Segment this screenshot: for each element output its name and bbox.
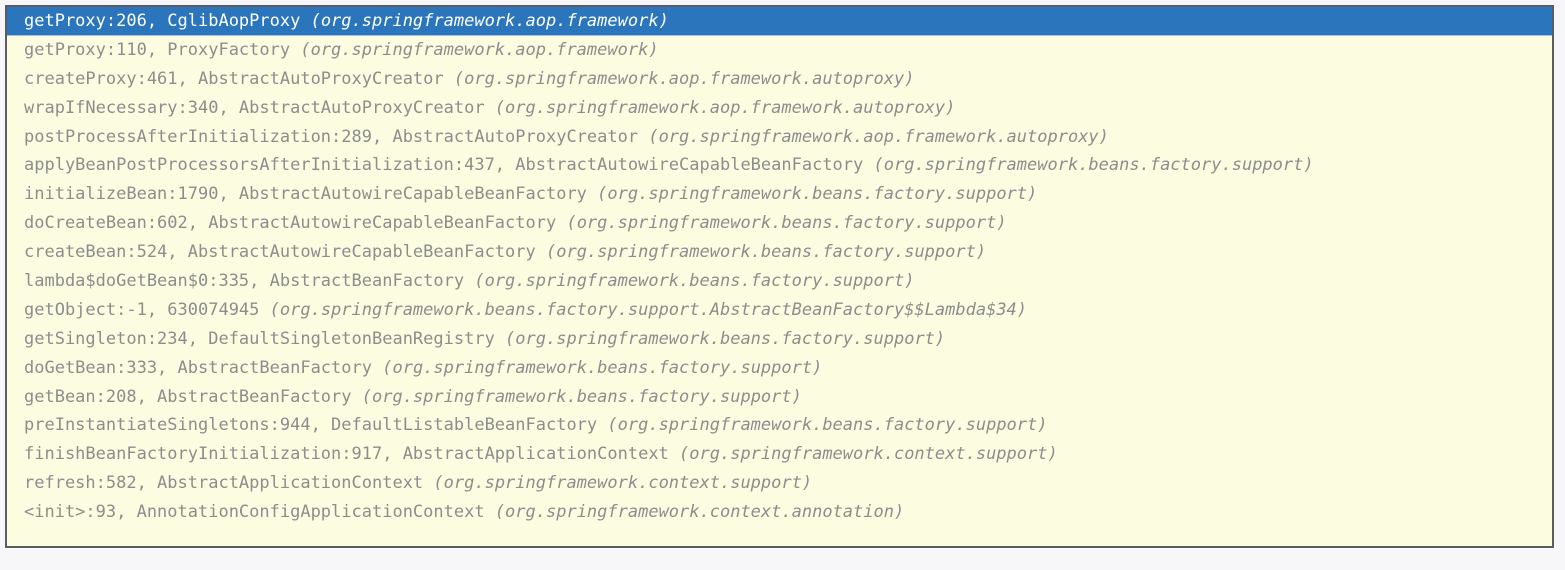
stack-frame-package: (org.springframework.aop.framework.autop… (494, 97, 956, 118)
stack-frame-package: (org.springframework.beans.factory.suppo… (505, 328, 946, 349)
stack-frame-package: (org.springframework.beans.factory.suppo… (269, 299, 1028, 320)
stack-frame-location: <init>:93, AnnotationConfigApplicationCo… (24, 502, 495, 523)
stack-frame-location: createProxy:461, AbstractAutoProxyCreato… (24, 68, 454, 89)
stack-frame-row[interactable]: doGetBean:333, AbstractBeanFactory (org.… (7, 354, 1552, 383)
stack-frame-package: (org.springframework.beans.factory.suppo… (607, 415, 1048, 436)
stack-frame-location: getSingleton:234, DefaultSingletonBeanRe… (24, 328, 506, 349)
stack-frame-row[interactable]: getProxy:206, CglibAopProxy (org.springf… (7, 7, 1552, 36)
stack-frame-package: (org.springframework.context.support) (433, 473, 813, 494)
stack-frame-package: (org.springframework.context.annotation) (494, 502, 905, 523)
stack-frame-package: (org.springframework.beans.factory.suppo… (545, 242, 987, 263)
stack-frame-row[interactable]: getBean:208, AbstractBeanFactory (org.sp… (7, 383, 1552, 412)
stack-frame-location: getProxy:110, ProxyFactory (24, 39, 301, 60)
stack-frame-row[interactable]: lambda$doGetBean$0:335, AbstractBeanFact… (7, 267, 1552, 296)
stack-frame-location: getBean:208, AbstractBeanFactory (24, 386, 362, 407)
stack-frame-package: (org.springframework.beans.factory.suppo… (474, 271, 915, 292)
stack-frame-row[interactable]: createBean:524, AbstractAutowireCapableB… (7, 238, 1552, 267)
stack-frame-location: createBean:524, AbstractAutowireCapableB… (24, 242, 546, 263)
stack-frame-row[interactable]: createProxy:461, AbstractAutoProxyCreato… (7, 65, 1552, 94)
stack-trace-panel[interactable]: getProxy:206, CglibAopProxy (org.springf… (5, 5, 1554, 548)
stack-frame-package: (org.springframework.beans.factory.suppo… (382, 357, 823, 378)
stack-frame-row[interactable]: getSingleton:234, DefaultSingletonBeanRe… (7, 325, 1552, 354)
stack-frame-location: doGetBean:333, AbstractBeanFactory (24, 357, 383, 378)
stack-frame-row[interactable]: wrapIfNecessary:340, AbstractAutoProxyCr… (7, 94, 1552, 123)
stack-frame-package: (org.springframework.beans.factory.suppo… (566, 213, 1007, 234)
stack-frame-location: wrapIfNecessary:340, AbstractAutoProxyCr… (24, 97, 495, 118)
stack-frame-package: (org.springframework.beans.factory.suppo… (597, 184, 1038, 205)
stack-frame-location: finishBeanFactoryInitialization:917, Abs… (24, 444, 680, 465)
stack-frame-row[interactable]: finishBeanFactoryInitialization:917, Abs… (7, 440, 1552, 469)
stack-frame-location: applyBeanPostProcessorsAfterInitializati… (24, 155, 874, 176)
stack-frame-row[interactable]: doCreateBean:602, AbstractAutowireCapabl… (7, 209, 1552, 238)
stack-frame-package: (org.springframework.aop.framework) (300, 39, 659, 60)
stack-frame-package: (org.springframework.context.support) (679, 444, 1058, 465)
stack-frame-row[interactable]: <init>:93, AnnotationConfigApplicationCo… (7, 498, 1552, 527)
stack-frame-location: initializeBean:1790, AbstractAutowireCap… (24, 184, 598, 205)
stack-frame-package: (org.springframework.aop.framework.autop… (648, 126, 1109, 147)
stack-frame-package: (org.springframework.aop.framework.autop… (453, 68, 915, 89)
stack-frame-row[interactable]: refresh:582, AbstractApplicationContext … (7, 469, 1552, 498)
stack-frame-location: getObject:-1, 630074945 (24, 299, 270, 320)
stack-frame-location: postProcessAfterInitialization:289, Abst… (24, 126, 649, 147)
stack-frame-row[interactable]: initializeBean:1790, AbstractAutowireCap… (7, 180, 1552, 209)
stack-frame-list: getProxy:206, CglibAopProxy (org.springf… (7, 7, 1552, 527)
stack-frame-location: refresh:582, AbstractApplicationContext (24, 473, 434, 494)
stack-frame-package: (org.springframework.beans.factory.suppo… (873, 155, 1314, 176)
stack-frame-location: lambda$doGetBean$0:335, AbstractBeanFact… (24, 271, 475, 292)
stack-frame-row[interactable]: postProcessAfterInitialization:289, Abst… (7, 123, 1552, 152)
stack-frame-row[interactable]: applyBeanPostProcessorsAfterInitializati… (7, 151, 1552, 180)
stack-frame-package: (org.springframework.aop.framework) (310, 11, 669, 31)
stack-frame-package: (org.springframework.beans.factory.suppo… (361, 386, 802, 407)
stack-frame-location: getProxy:206, CglibAopProxy (24, 11, 311, 31)
stack-frame-location: doCreateBean:602, AbstractAutowireCapabl… (24, 213, 567, 234)
stack-frame-row[interactable]: getObject:-1, 630074945 (org.springframe… (7, 296, 1552, 325)
stack-frame-row[interactable]: getProxy:110, ProxyFactory (org.springfr… (7, 36, 1552, 65)
stack-frame-row[interactable]: preInstantiateSingletons:944, DefaultLis… (7, 411, 1552, 440)
stack-frame-location: preInstantiateSingletons:944, DefaultLis… (24, 415, 608, 436)
